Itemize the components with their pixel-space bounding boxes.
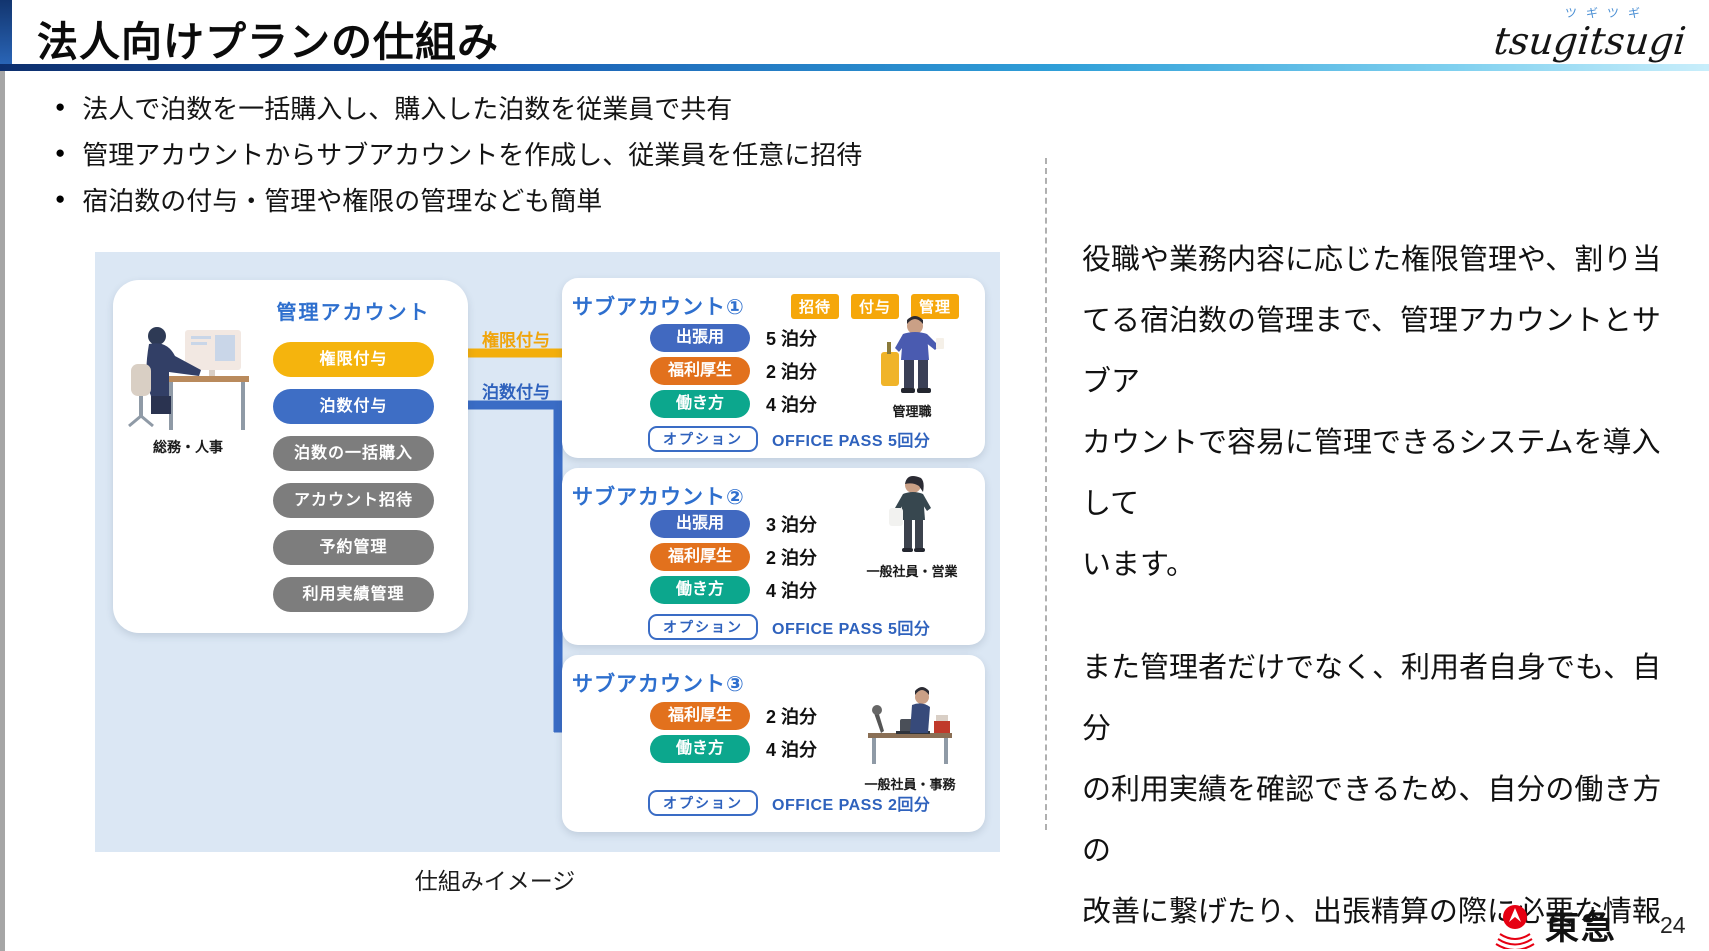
nights-row: 福利厚生 2 泊分 [650, 543, 817, 571]
bullet-icon: ● [55, 97, 66, 116]
description-paragraph-2: また管理者だけでなく、利用者自身でも、自分 の利用実績を確認できるため、自分の働… [1082, 652, 1662, 928]
option-value: OFFICE PASS 5回分 [772, 433, 931, 450]
pill-bulk-purchase: 泊数の一括購入 [273, 436, 434, 471]
page-number: 24 [1660, 912, 1686, 938]
nights-value: 5 泊分 [766, 329, 818, 349]
option-value: OFFICE PASS 2回分 [772, 797, 931, 814]
badge-grant: 付与 [850, 293, 899, 319]
option-value: OFFICE PASS 5回分 [772, 621, 931, 638]
bullet-text: 宿泊数の付与・管理や権限の管理なども簡単 [82, 185, 603, 216]
pill-business-trip: 出張用 [650, 510, 750, 538]
subaccount-1-heading: サブアカウント① [572, 296, 745, 319]
bullet-text: 管理アカウントからサブアカウントを作成し、従業員を任意に招待 [82, 139, 863, 170]
tokyu-logo-text: 東急 [1545, 909, 1617, 947]
subaccount-card-3: サブアカウント③ 福利厚生 2 泊分 働き方 4 泊分 オプション OFFICE… [562, 655, 985, 832]
title-rule [0, 64, 1709, 71]
nights-value: 2 泊分 [766, 362, 818, 382]
vertical-divider [1045, 158, 1047, 830]
pill-workstyle: 働き方 [650, 576, 750, 604]
badge-manage: 管理 [910, 293, 959, 319]
tsugitsugi-script: tsugitsugi [1491, 19, 1689, 63]
subaccount-2-rows: 出張用 3 泊分 福利厚生 2 泊分 働き方 4 泊分 [650, 510, 817, 609]
subaccount-2-option: オプション OFFICE PASS 5回分 [648, 614, 930, 640]
bullet-icon: ● [55, 143, 66, 162]
pill-workstyle: 働き方 [650, 735, 750, 763]
pill-grant-permission: 権限付与 [273, 342, 434, 377]
page-title: 法人向けプランの仕組み [37, 19, 499, 65]
bullet-item: ● 管理アカウントからサブアカウントを作成し、従業員を任意に招待 [55, 138, 862, 170]
description-text: 役職や業務内容に応じた権限管理や、割り当 てる宿泊数の管理まで、管理アカウントと… [1082, 230, 1688, 951]
nights-value: 2 泊分 [766, 548, 818, 568]
tsugitsugi-katakana: ツギツギ [1564, 6, 1649, 20]
bullet-item: ● 法人で泊数を一括購入し、購入した泊数を従業員で共有 [55, 92, 862, 124]
pill-account-invite: アカウント招待 [273, 483, 434, 518]
bullet-text: 法人で泊数を一括購入し、購入した泊数を従業員で共有 [82, 93, 733, 124]
subaccount-3-rows: 福利厚生 2 泊分 働き方 4 泊分 [650, 702, 817, 768]
subaccount-2-person-label: 一般社員・営業 [866, 564, 958, 579]
option-pill: オプション [648, 790, 758, 816]
pill-welfare: 福利厚生 [650, 543, 750, 571]
subaccount-2-person: 一般社員・営業 [857, 474, 967, 580]
admin-account-card: 管理アカウント 総務・人事 権限付与 泊数付与 [113, 280, 468, 633]
bullet-item: ● 宿泊数の付与・管理や権限の管理なども簡単 [55, 184, 862, 216]
subaccount-3-heading: サブアカウント③ [572, 673, 745, 696]
nights-row: 福利厚生 2 泊分 [650, 702, 817, 730]
nights-value: 4 泊分 [766, 740, 818, 760]
pill-welfare: 福利厚生 [650, 357, 750, 385]
admin-account-heading: 管理アカウント [276, 302, 431, 324]
option-pill: オプション [648, 426, 758, 452]
subaccount-card-2: サブアカウント② 出張用 3 泊分 福利厚生 2 泊分 働き方 4 泊分 オプシ… [562, 468, 985, 645]
badge-invite: 招待 [790, 293, 839, 319]
option-pill: オプション [648, 614, 758, 640]
bullet-icon: ● [55, 189, 66, 208]
pill-usage-mgmt: 利用実績管理 [273, 577, 434, 612]
tokyu-emblem-icon [1495, 904, 1535, 949]
nights-row: 働き方 4 泊分 [650, 735, 817, 763]
admin-function-pills: 権限付与 泊数付与 泊数の一括購入 アカウント招待 予約管理 利用実績管理 [273, 342, 434, 612]
tokyu-logo: 東急 [1492, 900, 1617, 949]
subaccount-3-person: 一般社員・事務 [850, 681, 970, 793]
pill-workstyle: 働き方 [650, 390, 750, 418]
sales-employee-illustration [889, 476, 931, 552]
diagram-caption: 仕組みイメージ [414, 868, 576, 894]
subaccount-1-option: オプション OFFICE PASS 5回分 [648, 426, 930, 452]
left-edge-strip [0, 71, 5, 951]
nights-row: 働き方 4 泊分 [650, 576, 817, 604]
bullet-list: ● 法人で泊数を一括購入し、購入した泊数を従業員で共有 ● 管理アカウントからサ… [55, 92, 862, 230]
description-paragraph-1: 役職や業務内容に応じた権限管理や、割り当 てる宿泊数の管理まで、管理アカウントと… [1082, 244, 1662, 581]
subaccount-2-heading: サブアカウント② [572, 486, 745, 509]
nights-value: 4 泊分 [766, 581, 818, 601]
title-accent-bar [0, 0, 12, 66]
subaccount-3-option: オプション OFFICE PASS 2回分 [648, 790, 930, 816]
pill-reservation-mgmt: 予約管理 [273, 530, 434, 565]
nights-row: 福利厚生 2 泊分 [650, 357, 817, 385]
nights-value: 4 泊分 [766, 395, 818, 415]
nights-row: 働き方 4 泊分 [650, 390, 817, 418]
subaccount-1-person: 管理職 [857, 316, 967, 420]
pill-grant-nights: 泊数付与 [273, 389, 434, 424]
nights-value: 2 泊分 [766, 707, 818, 727]
nights-row: 出張用 5 泊分 [650, 324, 817, 352]
subaccount-card-1: サブアカウント① 招待 付与 管理 出張用 5 泊分 福利厚生 2 泊分 働き方 [562, 278, 985, 458]
office-employee-illustration [868, 687, 952, 764]
manager-illustration [881, 316, 944, 393]
subaccount-3-person-label: 一般社員・事務 [864, 777, 956, 792]
subaccount-1-person-label: 管理職 [892, 404, 932, 419]
admin-person-label: 総務・人事 [153, 439, 223, 455]
subaccount-1-badges: 招待 付与 管理 [790, 293, 959, 319]
pill-welfare: 福利厚生 [650, 702, 750, 730]
permission-arrow-label: 権限付与 [482, 331, 550, 350]
nights-arrow-label: 泊数付与 [482, 383, 550, 402]
nights-value: 3 泊分 [766, 515, 818, 535]
nights-row: 出張用 3 泊分 [650, 510, 817, 538]
subaccount-1-rows: 出張用 5 泊分 福利厚生 2 泊分 働き方 4 泊分 [650, 324, 817, 423]
tsugitsugi-logo: ツギツギ tsugitsugi [1480, 4, 1700, 63]
pill-business-trip: 出張用 [650, 324, 750, 352]
admin-person-illustration [128, 327, 249, 430]
diagram-panel: 権限付与 泊数付与 管理アカウント 総務・人事 [95, 252, 1000, 852]
